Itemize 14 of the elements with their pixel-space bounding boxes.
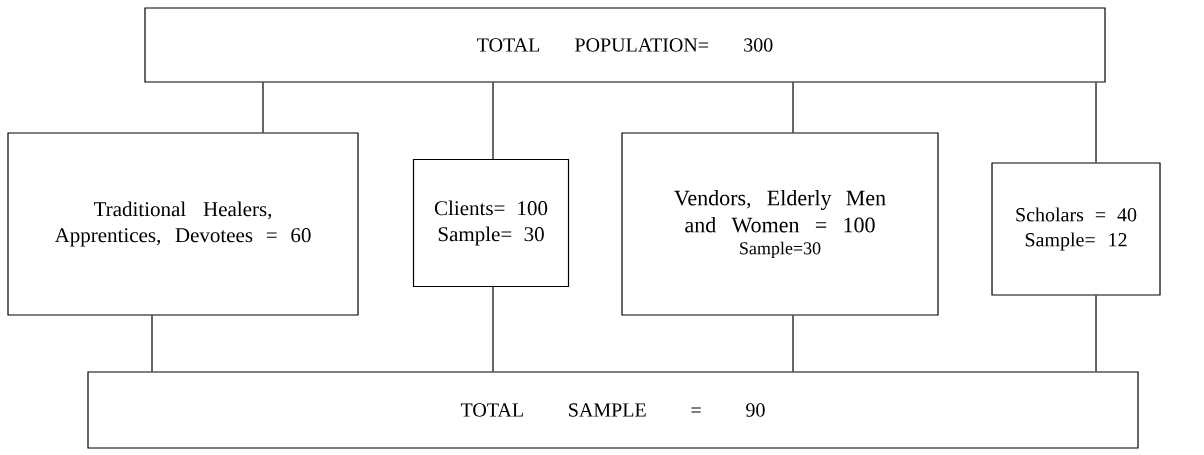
text-box: Clients= 100 Sample= 30 (412, 158, 570, 288)
connector-line (792, 315, 794, 372)
text-box: Scholars = 40 Sample= 12 (991, 162, 1161, 296)
connector-line (262, 82, 264, 133)
connector-line (792, 82, 794, 133)
text-box: TOTAL SAMPLE = 90 (87, 371, 1139, 449)
connector-line (492, 82, 494, 160)
text-box: Vendors, Elderly Men and Women = 100 Sample=30 (621, 132, 939, 316)
text-box: Traditional Healers, Apprentices, Devotees = 60 (7, 132, 359, 316)
connector-line (1095, 295, 1097, 372)
connector-line (492, 286, 494, 372)
connector-line (151, 315, 153, 372)
connector-line (1095, 82, 1097, 163)
text-box: TOTAL POPULATION= 300 (144, 7, 1106, 83)
